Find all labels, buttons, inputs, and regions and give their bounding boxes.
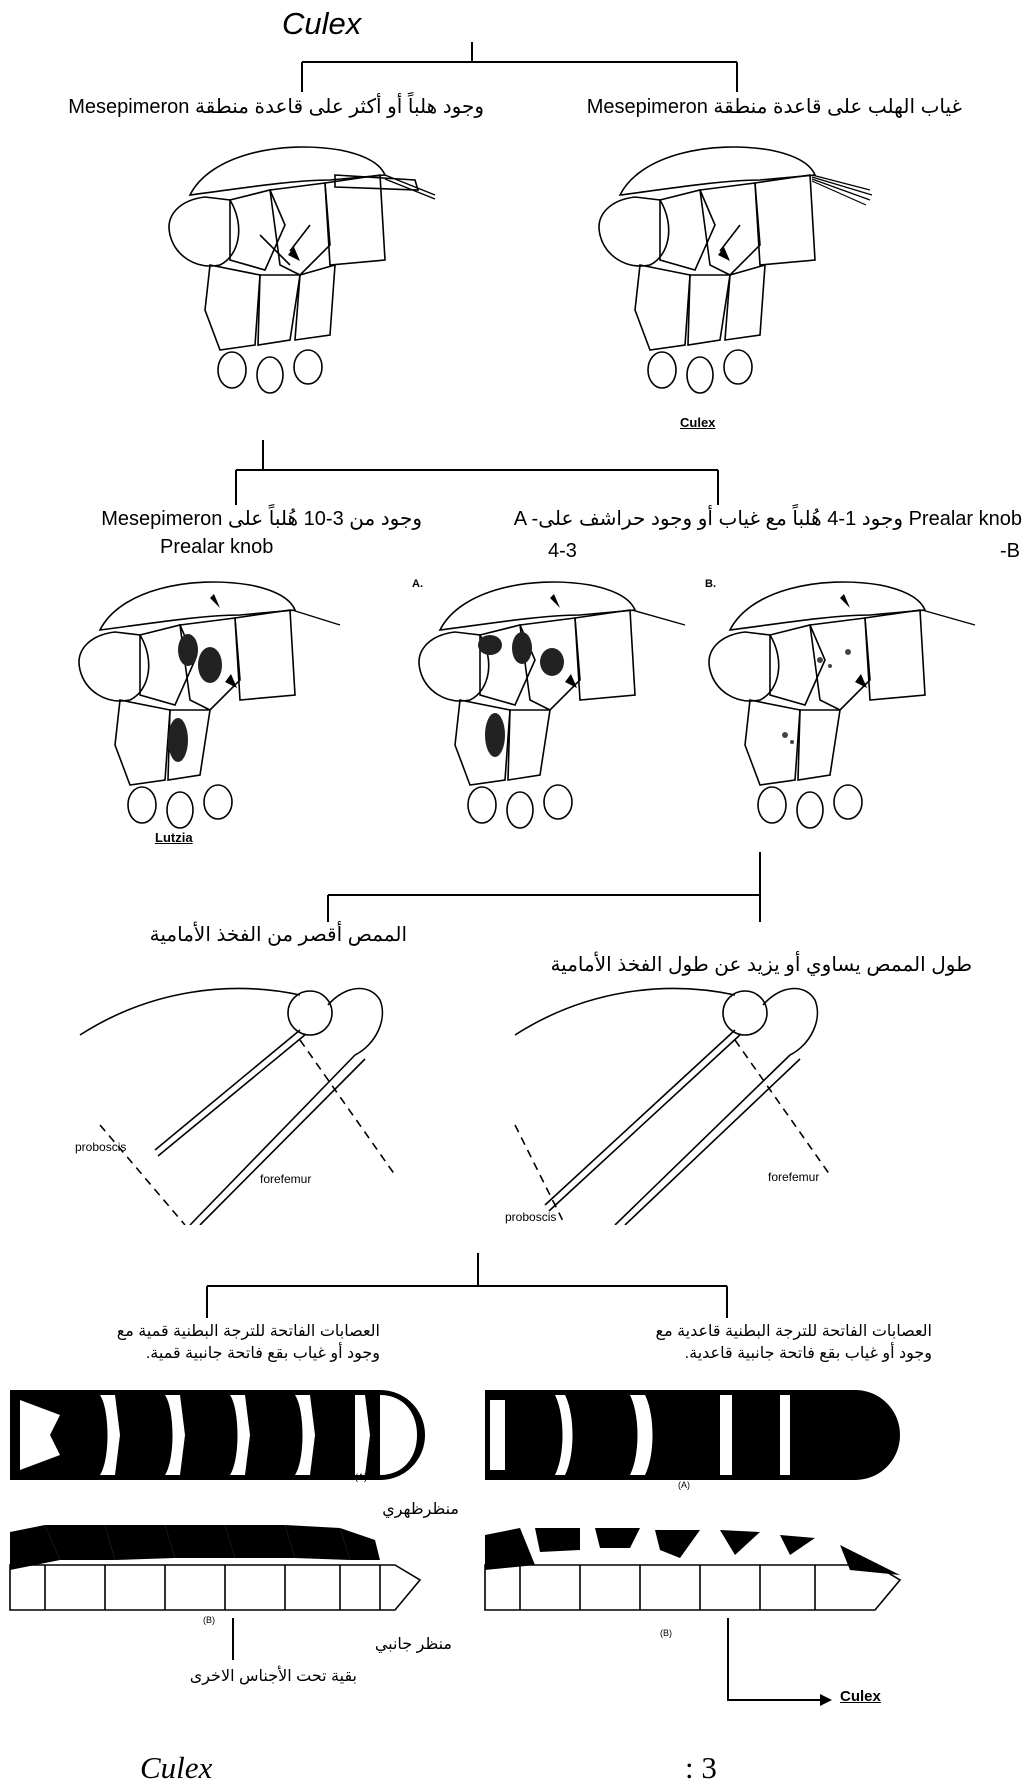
couplet2-right-text-line3: -B [1000,540,1020,563]
key-title-genus: Culex [282,6,361,42]
footer-genus: Culex [140,1750,212,1786]
couplet2-left-text-line1: وجود من 3-10 هُلباً على Mesepimeron [101,508,422,531]
outcome-culex: Culex [840,1688,881,1705]
couplet2-right-text-line2: 4-3 [548,540,577,563]
label-forefemur-right: forefemur [768,1170,819,1185]
abdomen-lateral-basal [480,1520,910,1620]
figure-caption-lutzia: Lutzia [155,830,193,845]
proboscis-figure-shorter [70,975,430,1225]
mark-b-left: (B) [203,1615,215,1625]
thorax-figure-lutzia [70,570,350,830]
thorax-figure-b [700,570,990,830]
couplet3-right-text: طول الممص يساوي أو يزيد عن طول الفخذ الأ… [550,954,972,977]
label-forefemur-left: forefemur [260,1172,311,1187]
figure-label-b: B. [705,578,716,590]
couplet2-right-text-line1: A -وجود 1-4 هُلباً مع غياب أو وجود حراشف… [514,508,1022,531]
mark-a-right: (A) [678,1480,690,1490]
lateral-view-label: منظر جانبي [375,1635,452,1655]
thorax-figure-setae-present [150,135,450,415]
couplet1-left-text: وجود هلباً أو أكثر على قاعدة منطقة Mesep… [68,96,484,119]
couplet4-left-text-line1: العصابات الفاتحة للترجة البطنية قمية مع [117,1322,380,1342]
dorsal-view-label: منظرظهري [382,1500,459,1520]
footer-figure-number: : 3 [685,1750,717,1786]
abdomen-dorsal-apical-bands [5,1370,435,1500]
label-proboscis-left: proboscis [75,1140,126,1155]
abdomen-lateral-apical [5,1520,425,1620]
couplet4-right-text-line2: وجود أو غياب بقع فاتحة جانبية قاعدية. [685,1344,932,1364]
proboscis-figure-longer [505,975,865,1225]
figure-caption-culex: Culex [680,415,715,430]
mark-a-left: (A) [355,1472,367,1482]
outcome-other-subgenera: بقية تحت الأجناس الاخرى [190,1667,357,1687]
thorax-figure-a [410,570,700,830]
couplet3-left-text: الممص أقصر من الفخذ الأمامية [150,924,407,947]
couplet2-left-text-line2: Prealar knob [160,536,273,559]
abdomen-dorsal-basal-bands [480,1370,910,1500]
thorax-figure-setae-absent [580,135,880,415]
label-proboscis-right: proboscis [505,1210,556,1225]
couplet4-right-text-line1: العصابات الفاتحة للترجة البطنية قاعدية م… [656,1322,932,1342]
mark-b-right: (B) [660,1628,672,1638]
couplet1-right-text: غياب الهلب على قاعدة منطقة Mesepimeron [587,96,962,119]
couplet4-left-text-line2: وجود أو غياب بقع فاتحة جانبية قمية. [146,1344,380,1364]
figure-label-a: A. [412,578,423,590]
